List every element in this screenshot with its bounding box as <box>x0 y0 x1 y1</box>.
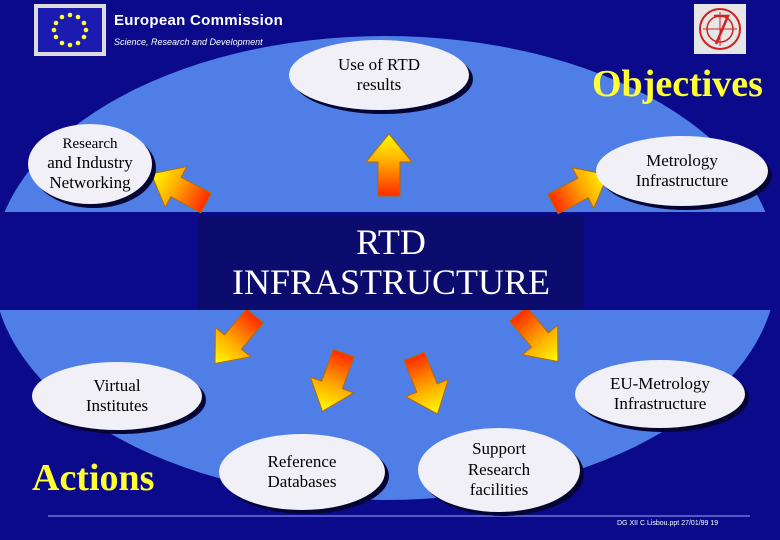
node-label-line: Virtual <box>93 375 141 395</box>
node-label-line: Research <box>62 135 118 152</box>
node-virtual-institutes: Virtual Institutes <box>32 362 202 430</box>
node-support-research-facilities: Support Research facilities <box>418 428 580 512</box>
arrow-icon <box>364 133 414 197</box>
node-label-line: Networking <box>49 173 131 192</box>
node-metrology-infrastructure: Metrology Infrastructure <box>596 136 768 206</box>
node-label-line: Databases <box>267 472 337 491</box>
eu-flag-icon <box>34 4 106 56</box>
node-label-line: Infrastructure <box>613 394 707 413</box>
node-label-line: Institutes <box>85 396 149 415</box>
arrow-icon <box>214 308 264 365</box>
objectives-title: Objectives <box>592 63 763 105</box>
node-label-line: facilities <box>469 480 529 500</box>
node-research-networking: Research and Industry Networking <box>28 124 152 204</box>
node-label-line: Use of RTD <box>337 54 421 74</box>
node-label-line: results <box>356 75 402 94</box>
actions-title: Actions <box>32 457 155 499</box>
arrow-icon <box>403 351 450 415</box>
compass-logo-icon <box>694 4 746 54</box>
rtd-infrastructure-box: RTD INFRASTRUCTURE <box>198 215 584 310</box>
center-title-line2: INFRASTRUCTURE <box>231 261 551 302</box>
center-title-line1: RTD <box>356 221 426 262</box>
node-label-line: Reference <box>267 451 337 471</box>
node-label-line: and Industry <box>47 152 133 172</box>
arrow-icon <box>547 166 609 215</box>
arrow-icon <box>509 306 559 363</box>
arrow-icon <box>150 165 212 214</box>
node-label-line: Support <box>472 439 526 459</box>
footer-reference: DG XII C Lisbou.ppt 27/01/99 19 <box>617 520 719 527</box>
node-label-line: Research <box>467 459 531 479</box>
organization-name: European Commission <box>114 12 284 29</box>
node-use-of-rtd-results: Use of RTD results <box>289 40 469 110</box>
department-name: Science, Research and Development <box>114 37 263 47</box>
arrow-icon <box>309 348 355 413</box>
node-label-line: Infrastructure <box>635 171 729 190</box>
node-eu-metrology-infrastructure: EU-Metrology Infrastructure <box>575 360 745 428</box>
node-label-line: Metrology <box>646 150 718 170</box>
node-label-line: EU-Metrology <box>609 373 711 393</box>
node-reference-databases: Reference Databases <box>219 434 385 510</box>
